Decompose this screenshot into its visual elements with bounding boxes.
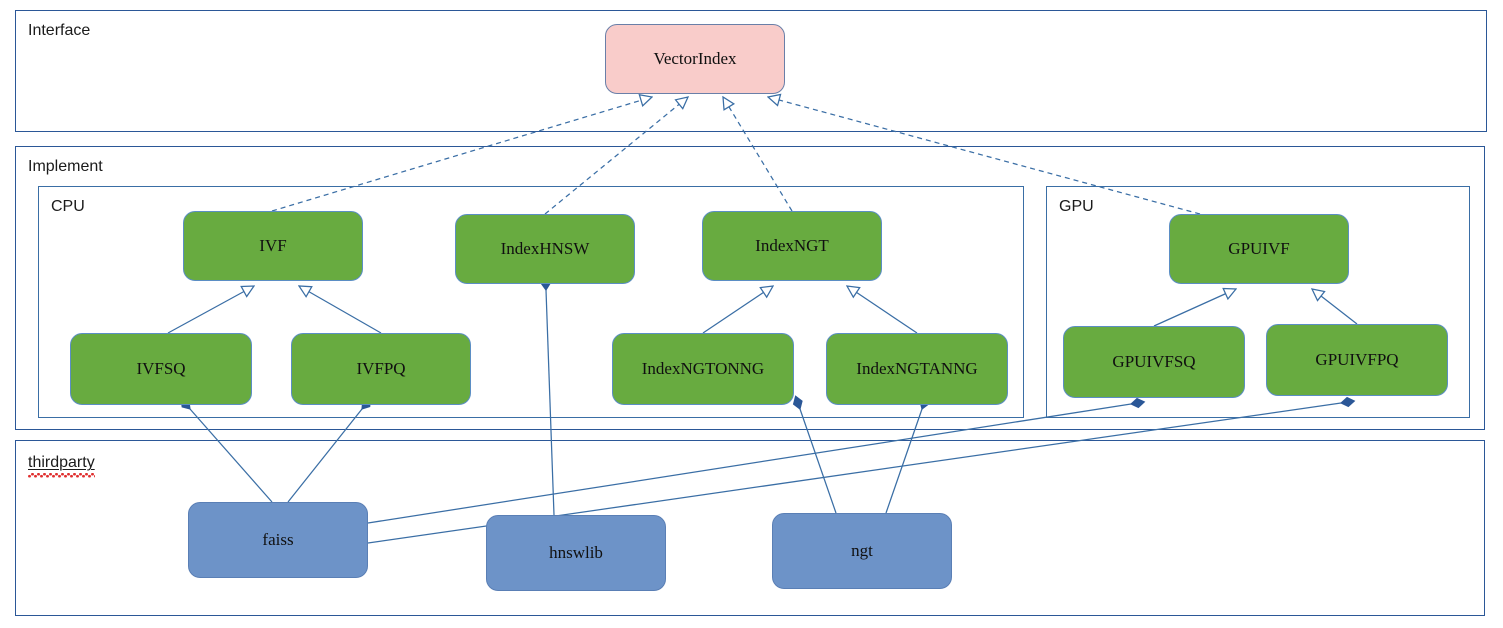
node-gpuivfpq[interactable]: GPUIVFPQ xyxy=(1266,324,1448,396)
node-hnswlib[interactable]: hnswlib xyxy=(486,515,666,591)
node-ngt[interactable]: ngt xyxy=(772,513,952,589)
node-indexngtanng[interactable]: IndexNGTANNG xyxy=(826,333,1008,405)
frame-label-cpu: CPU xyxy=(51,198,85,215)
frame-label-gpu: GPU xyxy=(1059,198,1094,215)
node-ivf[interactable]: IVF xyxy=(183,211,363,281)
node-vectorindex[interactable]: VectorIndex xyxy=(605,24,785,94)
frame-label-interface: Interface xyxy=(28,22,91,39)
frame-label-thirdparty: thirdparty xyxy=(28,455,95,478)
node-faiss[interactable]: faiss xyxy=(188,502,368,578)
node-ivfpq[interactable]: IVFPQ xyxy=(291,333,471,405)
node-indexhnsw[interactable]: IndexHNSW xyxy=(455,214,635,284)
node-indexngt[interactable]: IndexNGT xyxy=(702,211,882,281)
node-gpuivfsq[interactable]: GPUIVFSQ xyxy=(1063,326,1245,398)
node-gpuivf[interactable]: GPUIVF xyxy=(1169,214,1349,284)
node-ivfsq[interactable]: IVFSQ xyxy=(70,333,252,405)
frame-label-implement: Implement xyxy=(28,158,103,175)
spellcheck-underline xyxy=(28,473,95,478)
node-indexngtonng[interactable]: IndexNGTONNG xyxy=(612,333,794,405)
